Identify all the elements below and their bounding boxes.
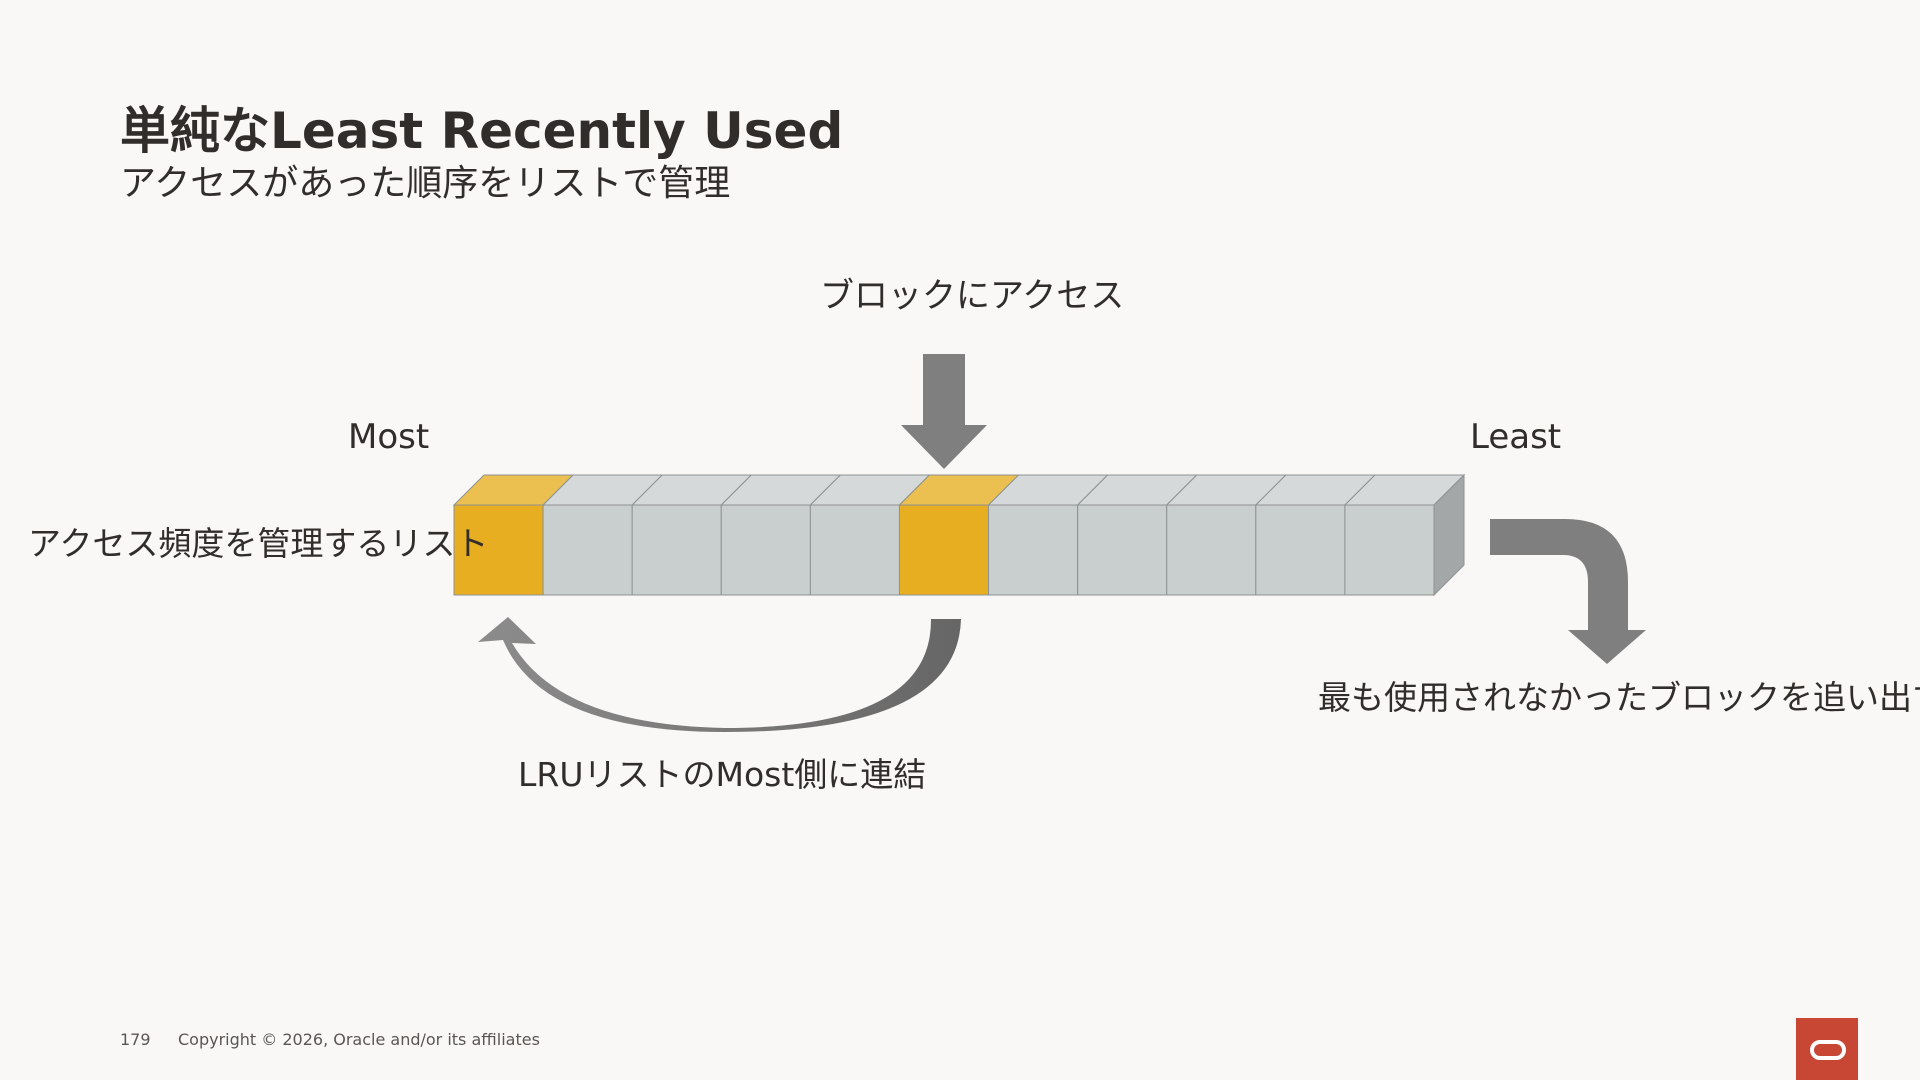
list-label: アクセス頻度を管理するリスト [28, 524, 489, 563]
list-block [898, 504, 990, 596]
page-number: 179 [120, 1030, 151, 1049]
link-label: LRUリストのMost側に連結 [518, 755, 927, 794]
most-label: Most [348, 417, 430, 457]
list-block [1344, 504, 1435, 596]
logo-ring [1810, 1040, 1846, 1060]
access-arrow-icon [901, 354, 987, 469]
oracle-logo-icon [1796, 1018, 1858, 1080]
list-block [809, 504, 900, 596]
least-label: Least [1470, 417, 1562, 457]
evict-label: 最も使用されなかったブロックを追い出す [1318, 678, 1920, 717]
slide-subtitle: アクセスがあった順序をリストで管理 [120, 163, 731, 204]
copyright: Copyright © 2026, Oracle and/or its affi… [178, 1030, 540, 1049]
list-block-side [1433, 473, 1465, 597]
list-block [542, 504, 633, 596]
list-block [720, 504, 811, 596]
lru-list-blocks [452, 473, 1466, 597]
list-block [988, 504, 1079, 596]
access-label: ブロックにアクセス [820, 276, 1125, 316]
list-block [631, 504, 722, 596]
link-arrow-icon [478, 617, 961, 732]
slide-title: 単純なLeast Recently Used [120, 102, 844, 160]
evict-arrow-icon [1490, 519, 1646, 664]
list-block [1166, 504, 1257, 596]
list-block [1255, 504, 1346, 596]
list-block [1077, 504, 1168, 596]
